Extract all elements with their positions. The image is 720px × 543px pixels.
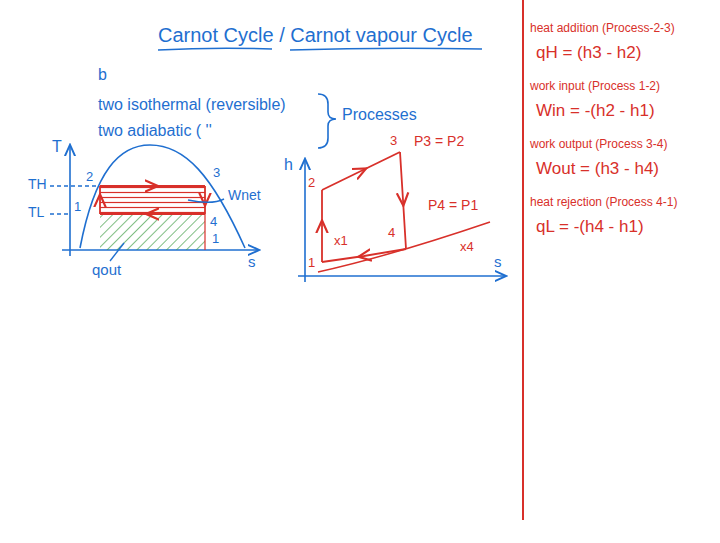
state-number: 3: [390, 134, 397, 148]
pressure-label: P4 = P1: [428, 198, 478, 213]
state-number: 2: [86, 170, 93, 184]
callout-label: Wnet: [228, 188, 261, 203]
heat-rejected-area: [100, 214, 205, 250]
quality-label: x4: [460, 240, 474, 254]
cycle-line: [322, 152, 400, 190]
brace-label: Processes: [342, 106, 417, 124]
axis-line: [69, 146, 71, 256]
cycle-line: [100, 185, 205, 187]
process-heading: work output (Process 3-4): [530, 138, 667, 151]
cycle-line: [100, 213, 205, 215]
pressure-label: P3 = P2: [414, 134, 464, 149]
state-number: 2: [308, 176, 315, 190]
cycle-line: [204, 214, 205, 250]
axis-label: s: [248, 254, 256, 271]
dashed-line: [50, 185, 98, 186]
callout-label: qout: [92, 262, 121, 279]
process-note: two adiabatic ( '': [98, 122, 212, 140]
state-number: 1: [308, 256, 315, 270]
leader-line: [110, 243, 124, 261]
axis-label: h: [284, 156, 293, 174]
cycle-line: [99, 186, 101, 214]
note-mark: b: [98, 66, 107, 84]
quality-label: x1: [334, 234, 348, 248]
title-underline: [290, 48, 482, 50]
process-heading: work input (Process 1-2): [530, 80, 660, 93]
title: Carnot Cycle / Carnot vapour Cycle: [158, 24, 473, 46]
state-number: 1: [212, 232, 219, 246]
temperature-label: TH: [28, 177, 47, 192]
state-number: 4: [388, 226, 395, 240]
process-note: two isothermal (reversible): [98, 96, 286, 114]
leader-line: [188, 199, 224, 202]
cycle-line: [322, 249, 406, 262]
axis-line: [298, 275, 505, 277]
dashed-line: [50, 213, 70, 214]
brace: [318, 94, 336, 148]
ts-diagram: [50, 145, 258, 261]
equation: qL = -(h4 - h1): [536, 218, 644, 237]
equation: Win = -(h2 - h1): [536, 102, 655, 121]
title-underline: [158, 48, 272, 50]
hs-diagram: [298, 152, 505, 282]
cycle-line: [321, 190, 323, 262]
process-heading: heat rejection (Process 4-1): [530, 196, 677, 209]
separator-line: [522, 0, 524, 520]
state-number: 3: [213, 166, 220, 180]
state-number: 4: [210, 215, 217, 229]
process-heading: heat addition (Process-2-3): [530, 22, 675, 35]
state-number: 1: [74, 200, 81, 214]
equation: Wout = (h3 - h4): [536, 160, 659, 179]
cycle-line: [204, 186, 206, 214]
equation: qH = (h3 - h2): [536, 44, 641, 63]
cycle-line: [400, 152, 406, 249]
temperature-label: TL: [28, 205, 44, 220]
axis-label: T: [52, 138, 62, 156]
axis-line: [304, 160, 306, 282]
axis-label: s: [494, 254, 502, 271]
